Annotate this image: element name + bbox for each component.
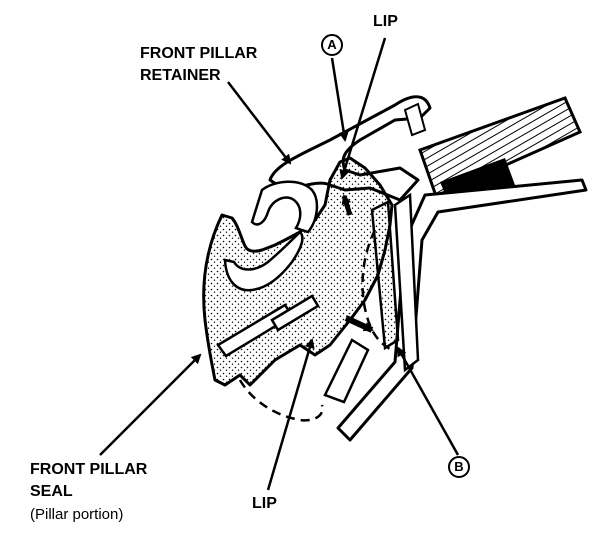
- leader-line-seal: [99, 353, 202, 456]
- lip-label-top: LIP: [373, 13, 398, 30]
- leader-line-callout-b: [396, 346, 460, 456]
- leader-line-callout-a: [330, 57, 349, 142]
- callout-b: B: [448, 456, 470, 478]
- callout-a: A: [321, 34, 343, 56]
- retainer-label-line2: RETAINER: [140, 67, 221, 84]
- leader-line-lip-top: [339, 37, 387, 180]
- retainer-label-line1: FRONT PILLAR: [140, 45, 258, 62]
- leader-line-retainer: [227, 81, 292, 165]
- seal-label-line1: FRONT PILLAR: [30, 461, 148, 478]
- front-pillar-seal: [202, 156, 400, 387]
- pillar-body-panel: [323, 178, 588, 442]
- front-pillar-retainer: [268, 95, 432, 202]
- lip-movement-arrow-lower: [344, 315, 374, 333]
- lip-movement-arrow-upper: [341, 194, 353, 216]
- seal-label-line3: (Pillar portion): [30, 506, 124, 523]
- lip-label-bottom: LIP: [252, 495, 277, 512]
- seal-label-line2: SEAL: [30, 483, 73, 500]
- seal-lip-dashed-outline: [238, 379, 324, 422]
- leader-line-lip-bottom: [266, 338, 315, 491]
